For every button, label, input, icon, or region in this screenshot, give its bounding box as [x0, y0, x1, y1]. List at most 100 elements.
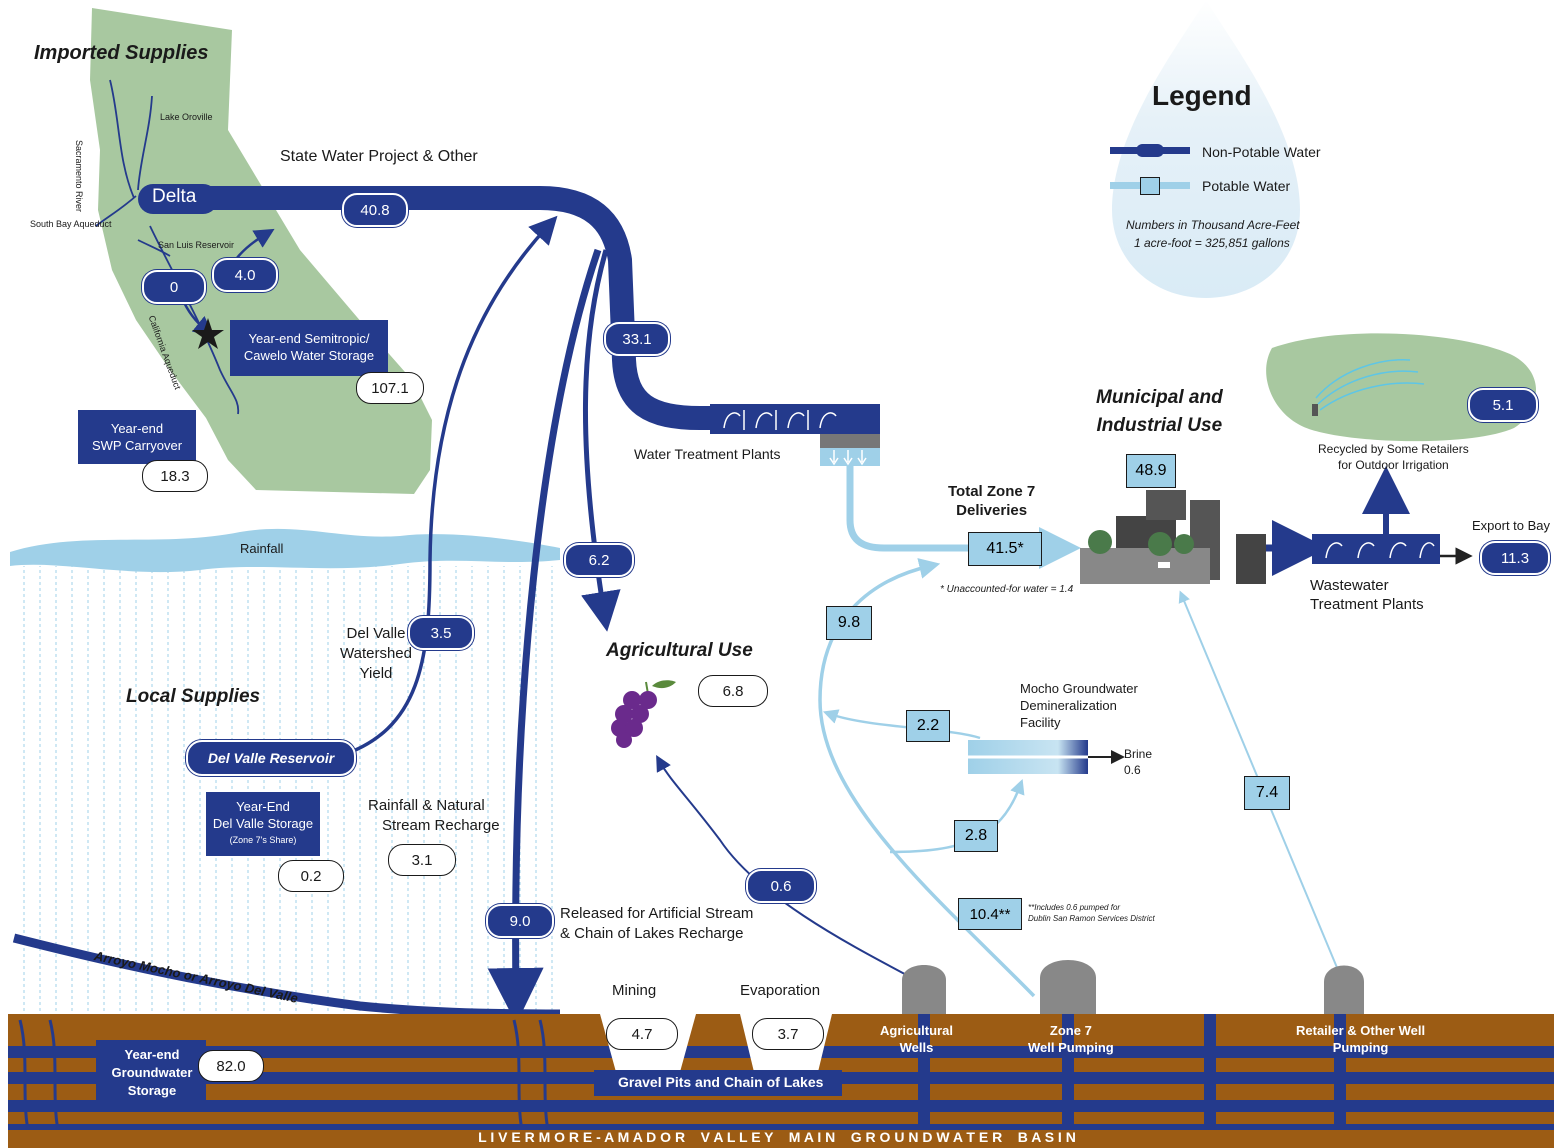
recharge-label: Rainfall & Natural Stream Recharge [368, 796, 500, 836]
brine-value: 0.6 [1124, 763, 1141, 777]
deliveries-title: Total Zone 7 Deliveries [948, 482, 1035, 520]
export-value: 11.3 [1480, 541, 1550, 575]
wwtp-label-1: Wastewater [1310, 577, 1389, 594]
wtp-output [820, 448, 880, 466]
zone7-wells-label: Zone 7 Well Pumping [1028, 1022, 1114, 1056]
semitropic-line1: Year-end Semitropic/ [248, 331, 370, 346]
legend-potable-icon [1140, 177, 1160, 195]
legend-nonpotable-icon [1136, 144, 1164, 157]
del-valle-storage-value: 0.2 [278, 860, 344, 892]
brine-label: Brine 0.6 [1124, 746, 1152, 778]
gw-line3: Storage [127, 1083, 177, 1098]
ag-wells-value: 0.6 [746, 869, 816, 903]
watershed-value: 3.5 [408, 616, 474, 650]
gravel-label: Gravel Pits and Chain of Lakes [618, 1074, 824, 1090]
carryover-line2: SWP Carryover [91, 438, 183, 453]
zone7-note-1: **Includes 0.6 pumped for [1028, 903, 1121, 912]
swp-aqueduct [150, 186, 880, 430]
carryover-line1: Year-end [110, 421, 164, 436]
recycled-value: 5.1 [1468, 388, 1538, 422]
deliveries-footnote: * Unaccounted-for water = 1.4 [940, 584, 1074, 595]
potable-delivery-line [846, 466, 1081, 569]
retail-wells-line1: Retailer & Other Well [1296, 1023, 1426, 1038]
retail-wells-label: Retailer & Other Well Pumping [1296, 1022, 1425, 1056]
well-domes [902, 960, 1364, 1014]
mining-label: Mining [612, 982, 657, 999]
municipal-title-2: Industrial Use [1096, 415, 1223, 436]
arroyo-stream [12, 933, 561, 1019]
irrigation-field [1266, 333, 1537, 442]
gw-storage-value: 82.0 [198, 1050, 264, 1082]
delta-label: Delta [152, 186, 197, 207]
sprinkler-spray [1315, 359, 1425, 411]
del-valle-storage-box: Year-End Del Valle Storage (Zone 7's Sha… [206, 792, 320, 856]
municipal-title: Municipal and Industrial Use [1096, 384, 1223, 440]
legend-title: Legend [1152, 80, 1252, 111]
storage-line3: (Zone 7's Share) [229, 835, 297, 845]
watershed-line2: Watershed [340, 645, 412, 662]
evaporation-label: Evaporation [740, 982, 821, 999]
wtp-block [710, 404, 880, 434]
ag-title: Agricultural Use [606, 640, 753, 661]
del-valle-reservoir: Del Valle Reservoir [186, 740, 356, 776]
ag-wells-to-ag [656, 755, 917, 981]
legend-units-1: Numbers in Thousand Acre-Feet [1126, 218, 1300, 232]
retailer-value: 7.4 [1244, 776, 1290, 810]
release-line1: Released for Artificial Stream [560, 905, 754, 922]
rainfall-cloud [10, 528, 560, 573]
basin-name: L I V E R M O R E - A M A D O R V A L L … [478, 1129, 1076, 1145]
recycled-line1: Recycled by Some Retailers [1318, 442, 1469, 456]
mocho-out-value: 2.2 [906, 710, 950, 742]
semitropic-box: Year-end Semitropic/ Cawelo Water Storag… [230, 320, 388, 376]
watershed-line3: Yield [359, 665, 393, 682]
watershed-label: Del Valle Watershed Yield [340, 624, 412, 684]
ag-wells-line1: Agricultural [880, 1023, 953, 1038]
ag-wells-label: Agricultural Wells [880, 1022, 953, 1056]
lake-oroville-label: Lake Oroville [160, 112, 213, 122]
legend-units-2: 1 acre-foot = 325,851 gallons [1134, 236, 1290, 250]
evaporation-value: 3.7 [752, 1018, 824, 1050]
export-label: Export to Bay [1472, 518, 1551, 533]
gw-line2: Groundwater [111, 1065, 193, 1080]
carryover-value: 18.3 [142, 460, 208, 492]
storage-line2: Del Valle Storage [212, 816, 314, 831]
wells-to-deliveries-value: 9.8 [826, 606, 872, 640]
release-label: Released for Artificial Stream & Chain o… [560, 904, 753, 944]
to-wtp-value: 33.1 [604, 322, 670, 356]
storage-line1: Year-End [236, 799, 290, 814]
wtp-label: Water Treatment Plants [634, 446, 781, 462]
deliveries-value: 41.5* [968, 532, 1042, 566]
wtp-flow-icons [723, 410, 837, 430]
recharge-value: 3.1 [388, 844, 456, 876]
wwtp-block [1312, 534, 1440, 564]
wwtp-label-2: Treatment Plants [1310, 596, 1424, 613]
zone7-note: **Includes 0.6 pumped for Dublin San Ram… [1028, 902, 1155, 924]
zone7-to-deliveries [818, 558, 1036, 998]
to-storage-value: 4.0 [212, 258, 278, 292]
swp-label: State Water Project & Other [280, 148, 478, 165]
mocho-label: Mocho Groundwater Demineralization Facil… [1020, 680, 1138, 731]
release-value: 9.0 [486, 904, 554, 938]
san-luis-value: 0 [142, 270, 206, 304]
imported-title: Imported Supplies [34, 42, 209, 64]
south-bay-aqueduct-label: South Bay Aqueduct [30, 219, 112, 229]
deliveries-title-1: Total Zone 7 [948, 483, 1036, 500]
municipal-title-1: Municipal and [1096, 387, 1223, 408]
municipal-value: 48.9 [1126, 454, 1176, 488]
release-flow [487, 248, 602, 1024]
swp-value: 40.8 [342, 193, 408, 227]
grapes-icon [611, 680, 676, 748]
recharge-line1: Rainfall & Natural [368, 797, 485, 814]
release-line2: & Chain of Lakes Recharge [560, 925, 744, 942]
mocho-line2: Demineralization [1020, 698, 1117, 713]
local-title: Local Supplies [126, 686, 261, 707]
carryover-box: Year-end SWP Carryover [78, 410, 196, 464]
gw-line1: Year-end [124, 1047, 180, 1062]
ag-value: 6.8 [698, 675, 768, 707]
zone7-wells-line1: Zone 7 [1049, 1023, 1092, 1038]
sprinkler-icon [1312, 404, 1318, 416]
brine-text: Brine [1124, 747, 1153, 761]
recycled-line2: for Outdoor Irrigation [1338, 458, 1449, 472]
